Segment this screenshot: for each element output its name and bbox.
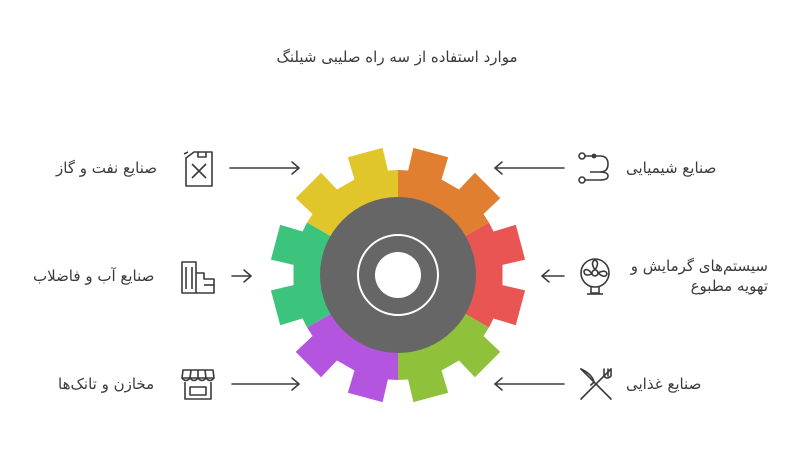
label-hvac: سیستم‌های گرمایش و تهویه مطبوع xyxy=(626,256,768,296)
arrow-hvac xyxy=(541,269,565,283)
gear-hub-ring xyxy=(357,234,439,316)
label-food: صنایع غذایی xyxy=(626,375,702,393)
arrow-food xyxy=(494,377,565,391)
arrow-oil-gas xyxy=(229,161,300,175)
fork-knife-icon xyxy=(578,366,614,402)
storefront-icon xyxy=(180,366,216,402)
diagram-title: موارد استفاده از سه راه صلیبی شیلنگ xyxy=(276,48,518,66)
label-water: صنایع آب و فاضلاب xyxy=(33,267,155,285)
gear-hub xyxy=(375,252,421,298)
water-tank-icon xyxy=(180,259,216,295)
fan-icon xyxy=(578,257,612,297)
arrow-chemical xyxy=(494,161,565,175)
label-hvac-line2: تهویه مطبوع xyxy=(690,277,768,295)
arrow-water xyxy=(231,269,252,283)
label-storage: مخازن و تانک‌ها xyxy=(58,375,155,393)
workflow-icon xyxy=(576,150,612,186)
arrow-storage xyxy=(231,377,300,391)
label-chemical: صنایع شیمیایی xyxy=(626,159,717,177)
label-hvac-line1: سیستم‌های گرمایش و xyxy=(630,257,768,275)
fuel-jerrycan-icon xyxy=(182,150,216,188)
label-oil-gas: صنایع نفت و گاز xyxy=(56,159,157,177)
